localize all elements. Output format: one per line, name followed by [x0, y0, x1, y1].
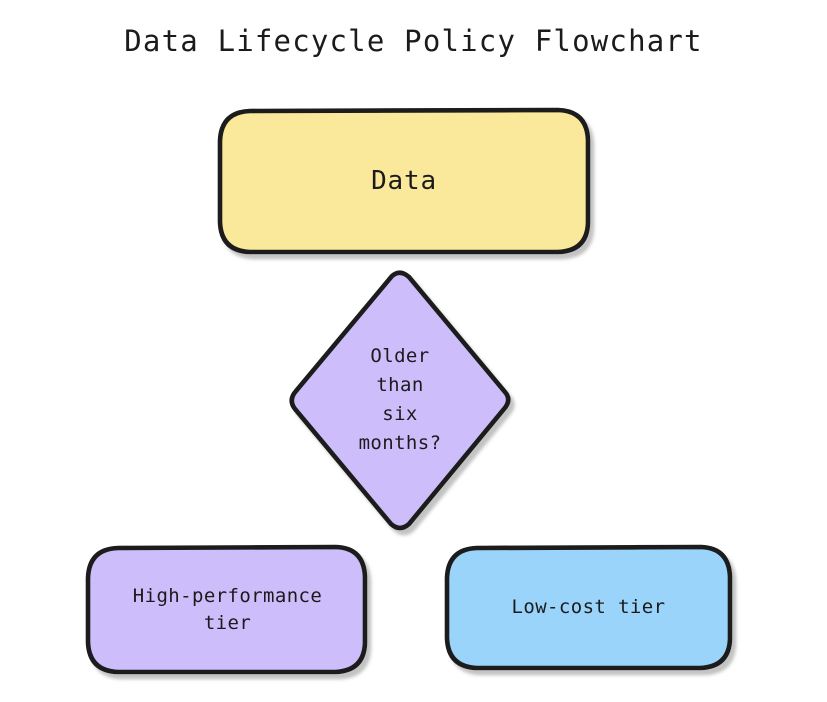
node-high-performance-tier[interactable]	[85, 544, 368, 675]
node-decision[interactable]	[289, 270, 511, 531]
page-title: Data Lifecycle Policy Flowchart	[124, 24, 703, 58]
node-data[interactable]	[217, 107, 591, 255]
node-low-cost-tier[interactable]	[444, 544, 733, 671]
